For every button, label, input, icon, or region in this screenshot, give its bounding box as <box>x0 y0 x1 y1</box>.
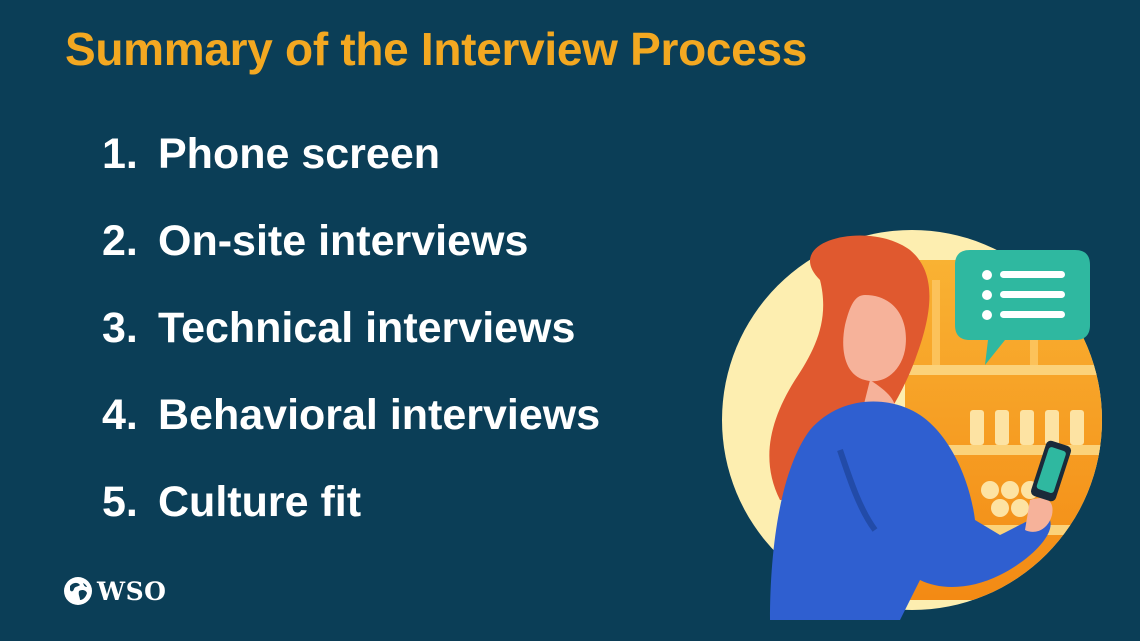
list-item: 1. Phone screen <box>102 130 600 217</box>
list-item: 5. Culture fit <box>102 478 600 565</box>
step-number: 1. <box>102 130 138 178</box>
step-label: Technical interviews <box>158 304 576 352</box>
page-title: Summary of the Interview Process <box>65 23 808 75</box>
step-number: 3. <box>102 304 138 352</box>
step-label: Phone screen <box>158 130 440 178</box>
list-item: 4. Behavioral interviews <box>102 391 600 478</box>
list-item: 3. Technical interviews <box>102 304 600 391</box>
step-number: 5. <box>102 478 138 526</box>
step-label: On-site interviews <box>158 217 529 265</box>
brand-logo: WSO <box>63 576 166 606</box>
step-label: Behavioral interviews <box>158 391 601 439</box>
step-label: Culture fit <box>158 478 362 526</box>
chat-bubble-icon <box>955 250 1090 365</box>
woman-with-phone-illustration <box>722 230 1102 620</box>
woman-figure <box>769 235 1072 620</box>
list-item: 2. On-site interviews <box>102 217 600 304</box>
step-number: 4. <box>102 391 138 439</box>
step-number: 2. <box>102 217 138 265</box>
steps-list: 1. Phone screen 2. On-site interviews 3.… <box>102 130 600 565</box>
globe-icon <box>64 577 92 605</box>
brand-name: WSO <box>97 576 167 606</box>
